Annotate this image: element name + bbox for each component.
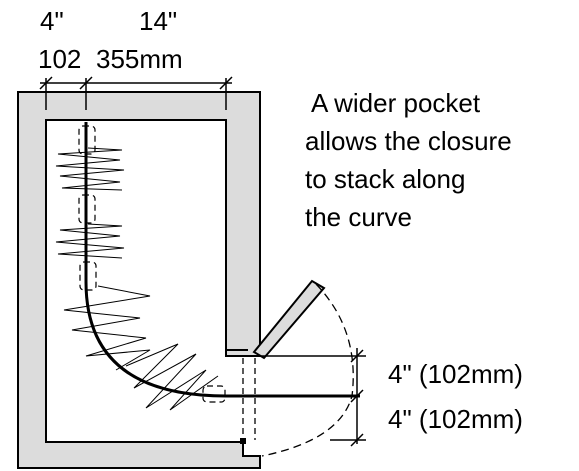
jamb-lines — [242, 358, 256, 440]
stacked-closure-folds — [55, 147, 219, 411]
top-dimension — [39, 76, 233, 110]
dim-side-lower: 4" (102mm) — [388, 404, 523, 434]
note-line-2: allows the closure — [305, 126, 512, 156]
dim-top-left-mm: 102 — [38, 44, 81, 74]
pocket-opening-outline — [46, 119, 248, 351]
closure-segments — [78, 125, 226, 403]
dim-top-left-inch: 4" — [40, 6, 64, 36]
dim-top-right-mm: 355mm — [96, 44, 183, 74]
note-line-1: A wider pocket — [311, 88, 481, 118]
note-line-3: to stack along — [305, 164, 465, 194]
side-dimension — [256, 348, 366, 447]
floor-marker — [240, 438, 246, 444]
door-leaf — [252, 279, 326, 360]
dim-side-upper: 4" (102mm) — [388, 359, 523, 389]
wall-section — [17, 91, 261, 469]
dim-top-right-inch: 14" — [139, 6, 177, 36]
door-swing-arc — [261, 283, 354, 457]
note-line-4: the curve — [305, 202, 412, 232]
